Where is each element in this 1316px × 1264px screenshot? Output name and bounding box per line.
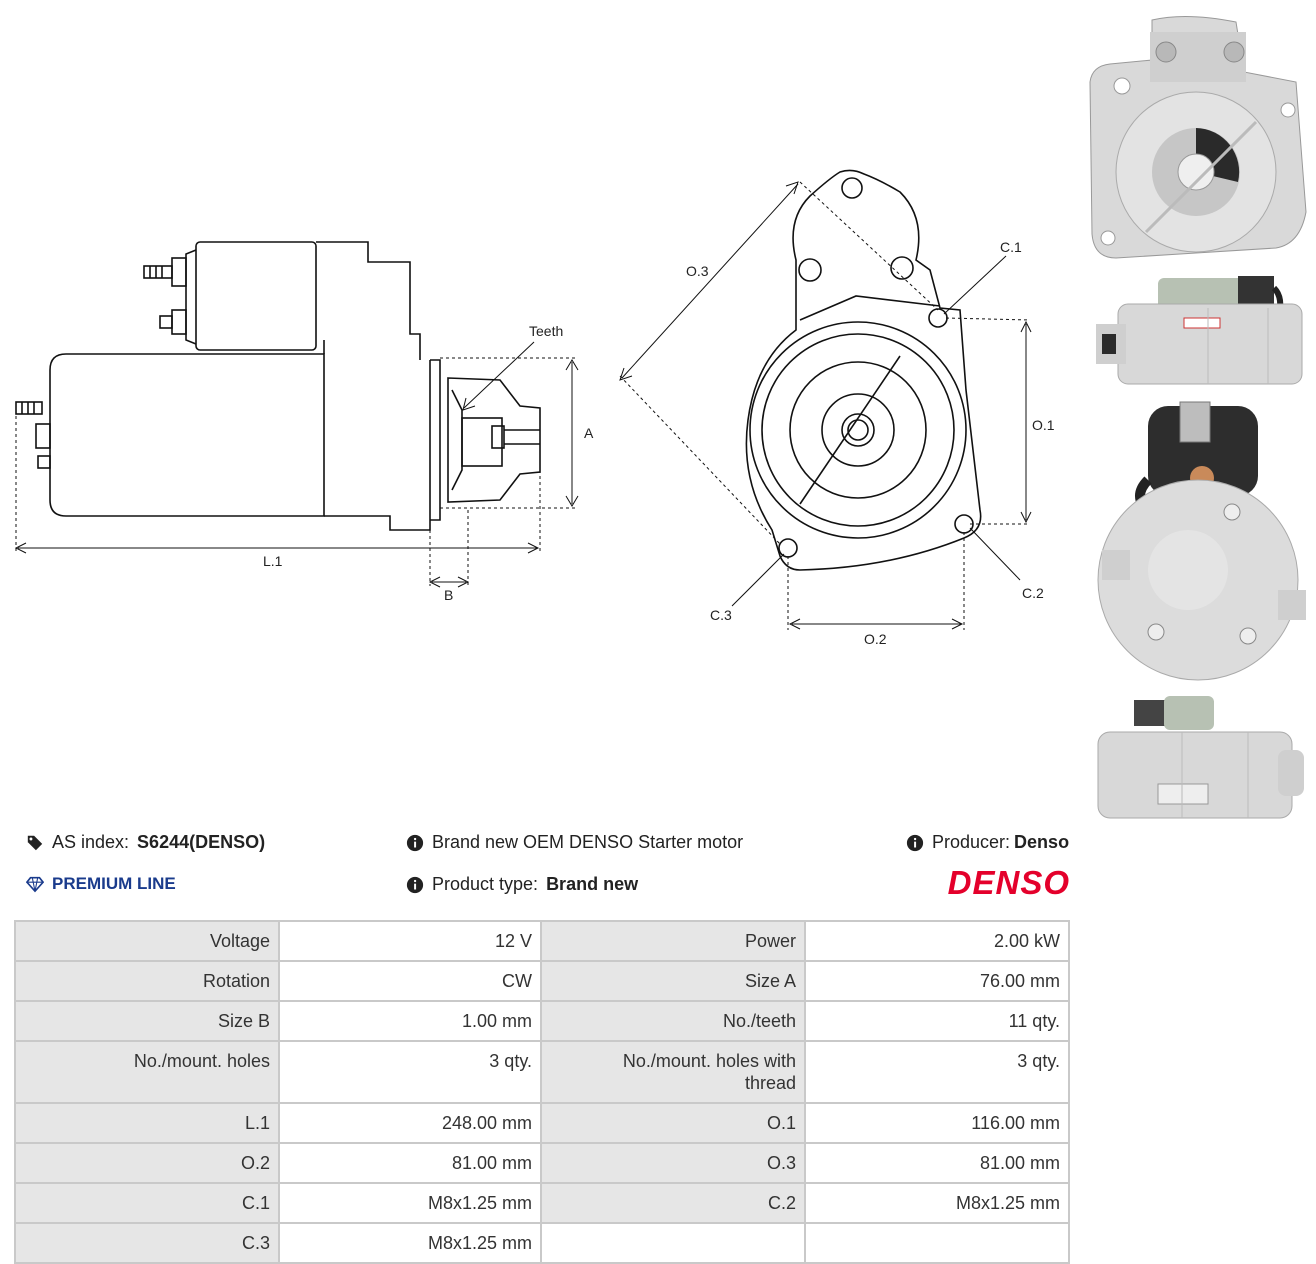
product-photo-side-1 xyxy=(1096,276,1303,385)
spec-value: 76.00 mm xyxy=(804,960,1070,1002)
table-row: No./mount. holes 3 qty. No./mount. holes… xyxy=(14,1040,1070,1104)
as-index-value: S6244(DENSO) xyxy=(137,832,266,852)
description-row: Brand new OEM DENSO Starter motor xyxy=(406,832,743,853)
spec-value xyxy=(804,1222,1070,1264)
spec-label: O.1 xyxy=(540,1102,806,1144)
spec-label: No./teeth xyxy=(540,1000,806,1042)
table-row: Voltage 12 V Power 2.00 kW xyxy=(14,920,1070,962)
dim-o3-label: O.3 xyxy=(686,263,709,279)
product-photo-front xyxy=(1089,15,1307,259)
spec-label: L.1 xyxy=(14,1102,280,1144)
spec-value: CW xyxy=(278,960,542,1002)
dim-c3-label: C.3 xyxy=(710,607,732,623)
specs-table: Voltage 12 V Power 2.00 kW Rotation CW S… xyxy=(14,920,1070,1264)
dim-a-label: A xyxy=(584,425,594,441)
dim-l1-label: L.1 xyxy=(263,553,283,569)
info-icon xyxy=(406,834,424,851)
dim-o2-label: O.2 xyxy=(864,631,887,647)
dim-b-label: B xyxy=(444,587,453,603)
spec-label xyxy=(540,1222,806,1264)
tags-icon xyxy=(27,835,43,850)
product-type-label: Product type: xyxy=(432,874,539,894)
spec-value: 248.00 mm xyxy=(278,1102,542,1144)
table-row: C.1 M8x1.25 mm C.2 M8x1.25 mm xyxy=(14,1182,1070,1224)
product-photo-side-2 xyxy=(1097,696,1304,819)
producer-row: Producer: Denso xyxy=(906,832,1069,853)
spec-label: Size B xyxy=(14,1000,280,1042)
spec-value: M8x1.25 mm xyxy=(804,1182,1070,1224)
denso-logo: DENSO xyxy=(947,864,1070,901)
producer-value: Denso xyxy=(1014,832,1070,852)
spec-label: No./mount. holes xyxy=(14,1040,280,1104)
spec-value: 3 qty. xyxy=(278,1040,542,1104)
spec-label: C.2 xyxy=(540,1182,806,1224)
teeth-label: Teeth xyxy=(529,323,563,339)
spec-value: 2.00 kW xyxy=(804,920,1070,962)
product-type-value: Brand new xyxy=(546,874,639,894)
product-description: Brand new OEM DENSO Starter motor xyxy=(432,832,744,852)
side-view-drawing: Teeth A L.1 B xyxy=(14,241,594,603)
spec-label: C.3 xyxy=(14,1222,280,1264)
table-row: Size B 1.00 mm No./teeth 11 qty. xyxy=(14,1000,1070,1042)
spec-value: 116.00 mm xyxy=(804,1102,1070,1144)
spec-label: C.1 xyxy=(14,1182,280,1224)
dim-c1-label: C.1 xyxy=(1000,239,1022,255)
spec-label: O.2 xyxy=(14,1142,280,1184)
table-row: Rotation CW Size A 76.00 mm xyxy=(14,960,1070,1002)
info-icon xyxy=(406,876,424,893)
spec-label: Size A xyxy=(540,960,806,1002)
info-icon xyxy=(906,834,924,851)
spec-value: M8x1.25 mm xyxy=(278,1182,542,1224)
producer-label: Producer: xyxy=(932,832,1011,852)
product-photo-rear xyxy=(1097,401,1306,681)
dim-o1-label: O.1 xyxy=(1032,417,1055,433)
spec-value: 81.00 mm xyxy=(804,1142,1070,1184)
spec-label: Rotation xyxy=(14,960,280,1002)
spec-value: 81.00 mm xyxy=(278,1142,542,1184)
spec-label: O.3 xyxy=(540,1142,806,1184)
product-type-row: Product type: Brand new xyxy=(406,874,638,895)
spec-label: No./mount. holes with thread xyxy=(540,1040,806,1104)
table-row: L.1 248.00 mm O.1 116.00 mm xyxy=(14,1102,1070,1144)
table-row: C.3 M8x1.25 mm xyxy=(14,1222,1070,1264)
spec-label: Voltage xyxy=(14,920,280,962)
spec-value: 11 qty. xyxy=(804,1000,1070,1042)
as-index-row: AS index: S6244(DENSO) xyxy=(26,832,265,853)
as-index-label: AS index: xyxy=(52,832,130,852)
table-row: O.2 81.00 mm O.3 81.00 mm xyxy=(14,1142,1070,1184)
spec-value: 12 V xyxy=(278,920,542,962)
spec-value: 3 qty. xyxy=(804,1040,1070,1104)
spec-label: Power xyxy=(540,920,806,962)
dim-c2-label: C.2 xyxy=(1022,585,1044,601)
spec-value: M8x1.25 mm xyxy=(278,1222,542,1264)
premium-line-badge: PREMIUM LINE xyxy=(26,874,176,894)
diamond-icon xyxy=(26,876,44,893)
spec-value: 1.00 mm xyxy=(278,1000,542,1042)
premium-line-label: PREMIUM LINE xyxy=(52,874,176,893)
front-view-drawing: O.3 C.1 O.1 C.2 C.3 O.2 xyxy=(619,169,1055,647)
